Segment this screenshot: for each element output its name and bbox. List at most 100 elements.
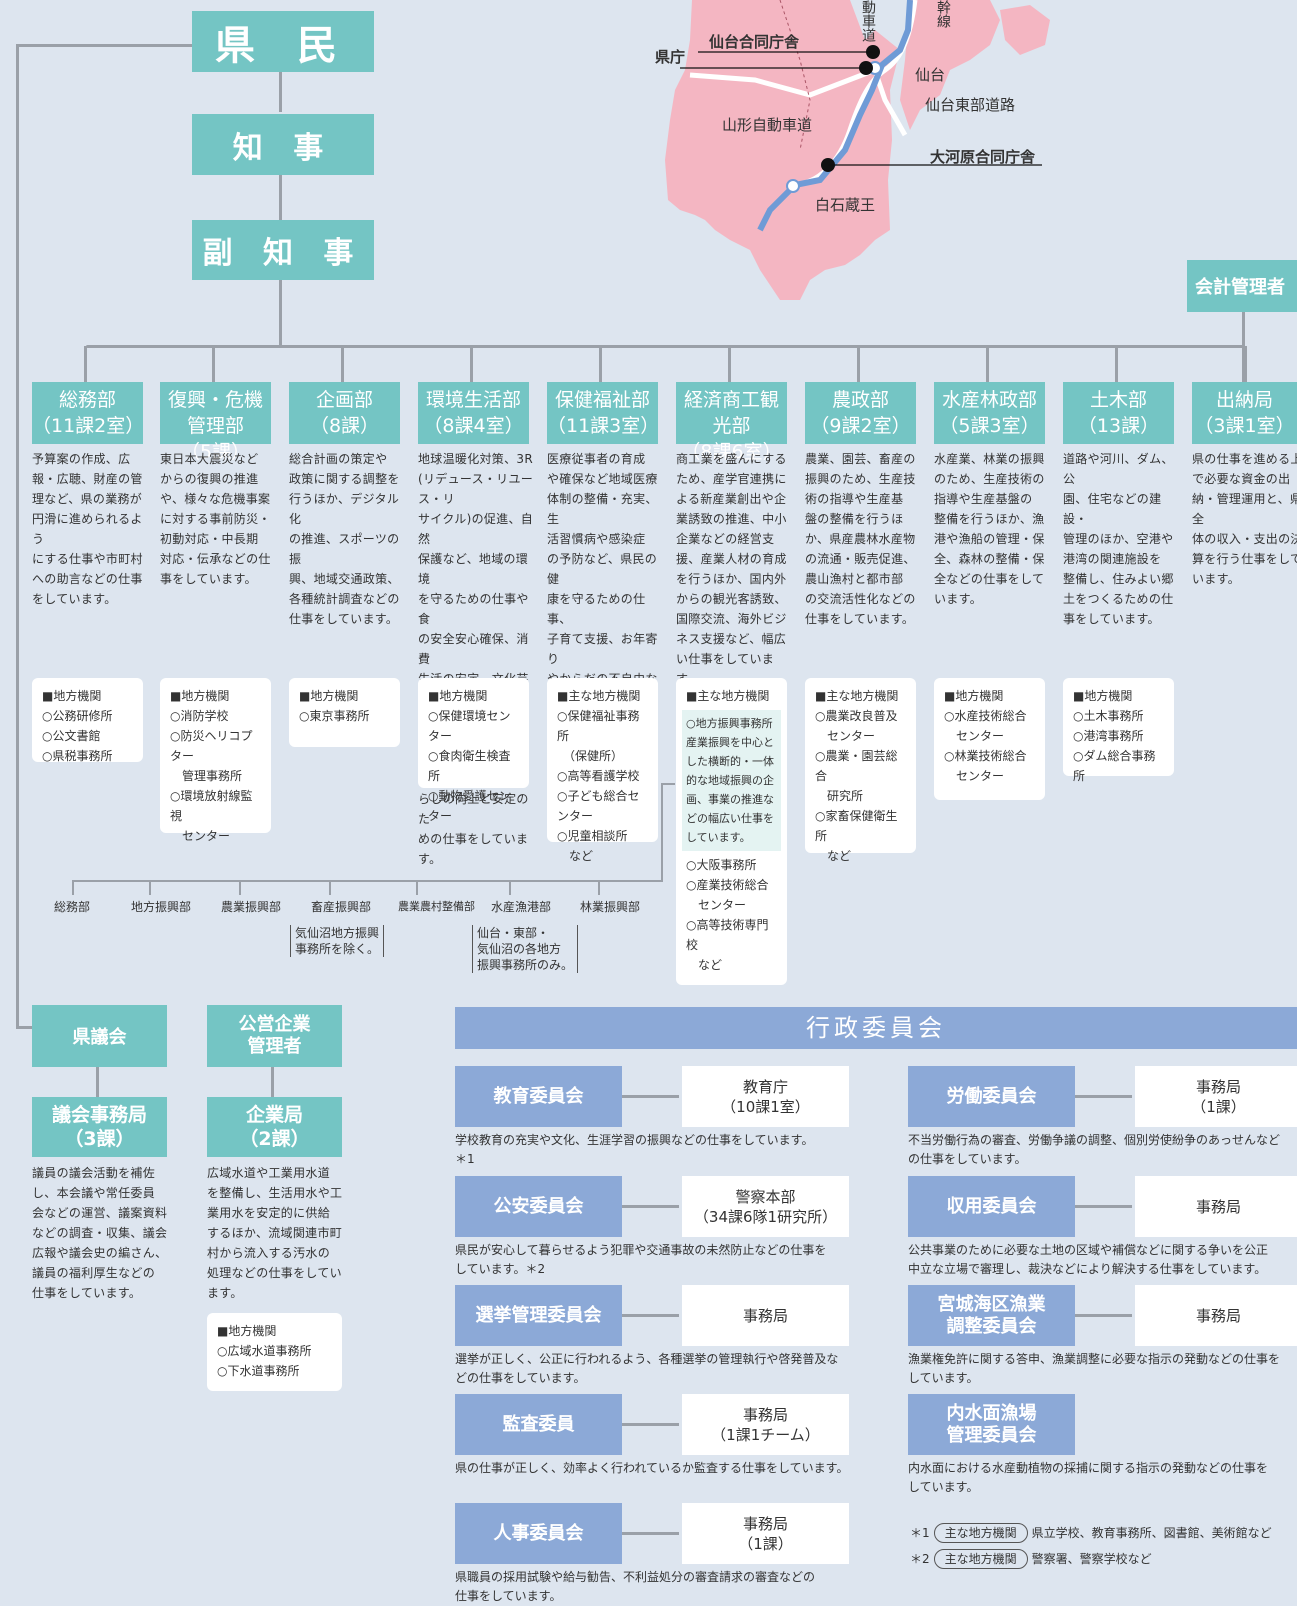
- branch-card-item: ○児童相談所 など: [557, 829, 628, 863]
- footnote-pill: 主な地方機関: [933, 1523, 1028, 1543]
- v-connector-2: [279, 174, 282, 222]
- shiroishi-station: [786, 179, 800, 193]
- committee-box: 労働委員会: [908, 1066, 1075, 1127]
- dept-desc: 商工業を盛んにする ため、産学官連携に よる新産業創出や企 業誘致の推進、中小 …: [676, 452, 787, 686]
- gikai-box: 県議会: [32, 1005, 167, 1067]
- branch-card-item: ○食肉衛生検査所: [428, 749, 511, 783]
- v-connector-3: [279, 278, 282, 346]
- sub-dept-tick: [416, 881, 418, 895]
- committee-connector: [622, 1314, 679, 1317]
- shinkansen-label: 幹線: [935, 0, 951, 28]
- sub-dept-label: 林業振興部: [580, 900, 641, 914]
- branch-card-item: ○子ども総合センター: [557, 789, 640, 823]
- branch-card-head: ■主な地方機関: [686, 689, 770, 703]
- footnote-mark: ＊1: [910, 1526, 930, 1540]
- expressway-label: 動車道: [860, 0, 876, 42]
- koei-card-item: ○広域水道事務所: [217, 1344, 312, 1358]
- committee-connector: [622, 1423, 679, 1426]
- committee-desc: 県職員の採用試験や給与勧告、不利益処分の審査請求の審査などの 仕事をしています。: [455, 1570, 816, 1603]
- committee-office: 警察本部 （34課6隊1研究所）: [682, 1176, 849, 1237]
- branch-card: ■主な地方機関○農業改良普及 センター○農業・園芸総合 研究所○家畜保健衛生所 …: [805, 678, 916, 863]
- branch-card-head: ■主な地方機関: [815, 689, 899, 703]
- tobu-label: 仙台東部道路: [925, 96, 1016, 114]
- committee-desc: 漁業権免許に関する答申、漁業調整に必要な指示の発動などの仕事を しています。: [908, 1352, 1281, 1385]
- dept-tick: [986, 346, 989, 382]
- committee-box: 宮城海区漁業 調整委員会: [908, 1285, 1075, 1346]
- committee-office: 教育庁 （10課1室）: [682, 1066, 849, 1127]
- dept-bus: [86, 345, 1244, 348]
- branch-card-item: ○消防学校: [170, 709, 229, 723]
- dept-desc: 県の仕事を進める上 で必要な資金の出 納・管理運用と、県全 体の収入・支出の決 …: [1192, 452, 1297, 586]
- chiji-box: 知 事: [192, 114, 374, 175]
- dept-tick: [1244, 346, 1247, 382]
- sub-dept-tick: [598, 881, 600, 895]
- branch-card-item: ○農業・園芸総合 研究所: [815, 749, 898, 803]
- koei-office-box: 企業局 （2課）: [207, 1097, 342, 1157]
- branch-card-head: ■地方機関: [299, 689, 359, 703]
- footnote-text: 県立学校、教育事務所、図書館、美術館など: [1031, 1526, 1272, 1540]
- sub-bus-hook: [661, 783, 675, 785]
- branch-card-head: ■地方機関: [428, 689, 488, 703]
- branch-card: ■地方機関○土木事務所○港湾事務所○ダム総合事務所: [1063, 678, 1174, 783]
- branch-card-item: ○家畜保健衛生所 など: [815, 809, 898, 863]
- sub-dept-tick: [329, 881, 331, 895]
- dept-tick: [470, 346, 473, 382]
- committee-box: 教育委員会: [455, 1066, 622, 1127]
- dept-box: 土木部 （13課）: [1063, 382, 1174, 444]
- dept-box: 企画部 （8課）: [289, 382, 400, 444]
- sub-dept-tick: [72, 881, 74, 895]
- koei-card: ■地方機関 ○広域水道事務所 ○下水道事務所: [207, 1313, 342, 1391]
- dept-box: 復興・危機管理部 （5課）: [160, 382, 271, 463]
- boundary: [779, 0, 811, 151]
- koei-card-item: ○下水道事務所: [217, 1364, 300, 1378]
- dept-tick: [857, 346, 860, 382]
- committee-office: 事務局: [682, 1285, 849, 1346]
- branch-card-item: ○動物愛護センター: [428, 789, 511, 823]
- committee-office: 事務局 （1課1チーム）: [682, 1394, 849, 1455]
- branch-card: ■地方機関○公務研修所○公文書館○県税事務所: [32, 678, 143, 763]
- committee-office: 事務局: [1135, 1176, 1297, 1237]
- kenmin-box: 県 民: [192, 11, 374, 72]
- sub-dept-tick: [239, 881, 241, 895]
- branch-card: ■地方機関○水産技術総合 センター○林業技術総合 センター: [934, 678, 1045, 800]
- fukuchiji-box: 副 知 事: [192, 220, 374, 280]
- branch-card: ■地方機関 ○保健環境センター ○食肉衛生検査所 ○動物愛護センター: [418, 678, 529, 823]
- branch-card-head: ■地方機関: [170, 689, 230, 703]
- bracket-note-1: 気仙沼地方振興 事務所を除く。: [290, 925, 385, 957]
- v-connector-1: [279, 70, 282, 112]
- miyagi-map: [665, 0, 1050, 300]
- chiji-label: 知 事: [232, 130, 334, 166]
- gikai-title: 県議会: [72, 1027, 127, 1048]
- dept-desc: 道路や河川、ダム、公 園、住宅などの建設・ 管理のほか、空港や 港湾の関連施設を…: [1063, 452, 1174, 626]
- branch-card-item: ○高等技術専門校 など: [686, 918, 769, 972]
- dept-tick: [1115, 346, 1118, 382]
- branch-card: ■主な地方機関○地方振興事務所 産業振興を中心と した横断的・一体 的な地域振興…: [676, 678, 787, 985]
- sendai-label: 仙台: [915, 66, 946, 84]
- gikai-desc: 議員の議会活動を補佐 し、本会議や常任委員 会などの運営、議案資料 などの調査・…: [32, 1166, 168, 1300]
- iinkai-header: 行政委員会: [455, 1007, 1297, 1049]
- branch-card-item: ○保健環境センター: [428, 709, 511, 743]
- branch-card-item: ○林業技術総合 センター: [944, 749, 1027, 783]
- koei-v: [271, 1066, 274, 1098]
- sub-dept-label: 水産漁港部: [491, 900, 552, 914]
- dept-tick: [341, 346, 344, 382]
- committee-box: 監査委員: [455, 1394, 622, 1455]
- committee-box: 公安委員会: [455, 1176, 622, 1237]
- sub-bus: [72, 880, 662, 882]
- kaikei-label: 会計管理者: [1195, 277, 1285, 298]
- dept-desc: 水産業、林業の振興 のため、生産技術の 指導や生産基盤の 整備を行うほか、漁 港…: [934, 452, 1045, 606]
- koei-desc: 広域水道や工業用水道 を整備し、生活用水や工 業用水を安定的に供給 するほか、流…: [207, 1166, 343, 1300]
- committee-desc: 学校教育の充実や文化、生涯学習の振興などの仕事をしています。 ＊1: [455, 1133, 814, 1166]
- committee-desc: 公共事業のために必要な土地の区域や補償などに関する争いを公正 中立な立場で審理し…: [908, 1243, 1269, 1276]
- footnote-text: 警察署、警察学校など: [1031, 1552, 1152, 1566]
- kaikei-box: 会計管理者: [1187, 260, 1297, 312]
- branch-card: ■地方機関○東京事務所: [289, 678, 400, 747]
- footnote-mark: ＊2: [910, 1552, 930, 1566]
- committee-connector: [1075, 1205, 1132, 1208]
- left-connector: [16, 44, 19, 1028]
- branch-card-item: ○港湾事務所: [1073, 729, 1144, 743]
- committee-box: 収用委員会: [908, 1176, 1075, 1237]
- dept-box: 環境生活部 （8課4室）: [418, 382, 529, 444]
- dept-box: 出納局 （3課1室）: [1192, 382, 1297, 444]
